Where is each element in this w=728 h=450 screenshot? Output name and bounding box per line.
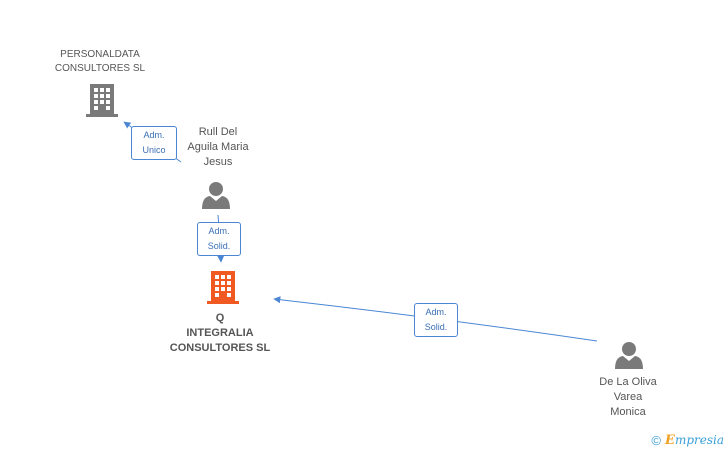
person-icon[interactable] [202, 182, 230, 209]
building-main-icon[interactable] [207, 271, 239, 304]
node-label-personaldata[interactable]: PERSONALDATA CONSULTORES SL [54, 49, 146, 74]
copyright-symbol: © [651, 432, 662, 448]
empresia-logo: Empresia [665, 433, 724, 448]
building-icon[interactable] [86, 84, 118, 117]
person-icon[interactable] [615, 342, 643, 369]
edge-label-adm-unico: Adm. Unico [131, 126, 177, 160]
empresia-brand[interactable]: © Empresia [651, 432, 724, 449]
edge-label-adm-solid-rull: Adm. Solid. [197, 222, 241, 256]
edge-label-adm-solid-delaoliva: Adm. Solid. [414, 303, 458, 337]
node-label-delaoliva[interactable]: De La Oliva Varea Monica [599, 376, 657, 418]
node-label-integralia[interactable]: Q INTEGRALIA CONSULTORES SL [169, 312, 271, 354]
node-label-rull[interactable]: Rull Del Aguila Maria Jesus [187, 126, 249, 168]
